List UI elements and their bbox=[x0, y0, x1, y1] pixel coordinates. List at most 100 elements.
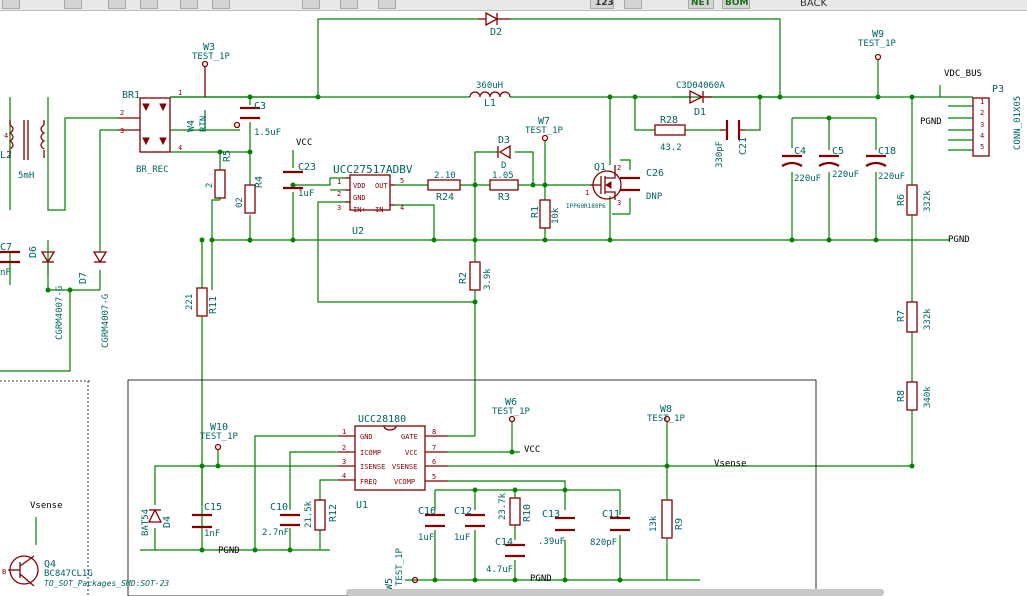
br1-pin1: 1 bbox=[178, 89, 182, 97]
net-pgnd-right: PGND bbox=[948, 235, 970, 245]
l1-symbol bbox=[469, 91, 511, 98]
u2-ref: U2 bbox=[352, 226, 364, 237]
net-vcc-top: VCC bbox=[296, 138, 312, 148]
r9-value: 13k bbox=[649, 515, 659, 532]
br1-value: BR_REC bbox=[136, 165, 169, 175]
component-bodies bbox=[0, 11, 990, 587]
c5-ref: C5 bbox=[832, 146, 844, 157]
r4-ref: R4 bbox=[254, 176, 265, 188]
copy-icon[interactable] bbox=[64, 0, 82, 9]
l1-value: 360uH bbox=[476, 81, 503, 91]
u2-pin2: 2 bbox=[337, 190, 341, 198]
u1-pin2: 2 bbox=[342, 444, 346, 452]
print-icon[interactable] bbox=[180, 0, 198, 9]
back-button[interactable]: BACK bbox=[800, 0, 828, 9]
r7-ref: R7 bbox=[896, 310, 907, 322]
r3-value: 1.05 bbox=[492, 171, 514, 181]
c11-value: 820pF bbox=[590, 538, 617, 548]
r24-ref: R24 bbox=[436, 192, 454, 203]
u1-pin4: 4 bbox=[342, 472, 346, 480]
r28-symbol bbox=[654, 124, 686, 136]
w5-ref: W5 bbox=[384, 578, 395, 590]
br1-ref: BR1 bbox=[122, 90, 140, 101]
horizontal-scrollbar[interactable] bbox=[346, 589, 884, 596]
schematic-canvas: BR1 BR_REC 1 2 3 4 L2 5mH 4 C7 nF D6 CGR… bbox=[0, 11, 1023, 596]
c7-symbol bbox=[0, 250, 20, 264]
bom-icon[interactable]: BOM bbox=[722, 0, 750, 9]
q1-symbol bbox=[590, 165, 622, 200]
u2-value: UCC27517ADBV bbox=[333, 163, 413, 176]
edit-icon[interactable] bbox=[212, 0, 230, 9]
d2-ref: D2 bbox=[490, 27, 502, 38]
undo-icon[interactable] bbox=[302, 0, 320, 9]
r7-value: 332k bbox=[923, 308, 933, 330]
r8-symbol bbox=[906, 381, 918, 411]
net-vcc-u1: VCC bbox=[524, 445, 540, 455]
w6-value: TEST_1P bbox=[492, 407, 531, 417]
u1-pin8: 8 bbox=[432, 428, 436, 436]
r10-symbol bbox=[509, 497, 521, 526]
c18-ref: C18 bbox=[878, 146, 896, 157]
d1-ref: D1 bbox=[694, 107, 706, 118]
u1-ref: U1 bbox=[356, 500, 368, 511]
erc-icon[interactable] bbox=[624, 0, 642, 9]
c4-ref: C4 bbox=[794, 146, 806, 157]
text-labels: BR1 BR_REC 1 2 3 4 L2 5mH 4 C7 nF D6 CGR… bbox=[0, 27, 1023, 590]
u1-icomp: ICOMP bbox=[360, 449, 381, 457]
w5-value: TEST_1P bbox=[395, 547, 405, 586]
zoom-icon[interactable] bbox=[378, 0, 396, 9]
br1-pin4: 4 bbox=[178, 144, 182, 152]
u2-pin4: 4 bbox=[400, 204, 404, 212]
c13-symbol bbox=[555, 516, 575, 532]
c23-ref: C23 bbox=[298, 162, 316, 173]
c15-symbol bbox=[192, 513, 212, 529]
u2-pin3: 3 bbox=[337, 204, 341, 212]
r8-ref: R8 bbox=[896, 390, 907, 402]
br1-pin3: 3 bbox=[120, 127, 124, 135]
page-icon[interactable] bbox=[2, 0, 20, 9]
pencil-icon[interactable] bbox=[108, 0, 126, 9]
u1-vcc: VCC bbox=[405, 449, 418, 457]
l1-ref: L1 bbox=[484, 98, 496, 109]
annotate-icon[interactable]: 123 bbox=[590, 0, 614, 9]
c13-value: .39uF bbox=[538, 537, 565, 547]
d7-value: CGRM4007-G bbox=[101, 294, 111, 348]
r6-ref: R6 bbox=[896, 194, 907, 206]
r10-ref: R10 bbox=[522, 504, 533, 522]
p3-pin4: 4 bbox=[980, 132, 984, 140]
c11-symbol bbox=[610, 516, 630, 532]
d6-symbol bbox=[40, 240, 56, 275]
netlist-icon[interactable]: NET bbox=[688, 0, 714, 9]
redo-icon[interactable] bbox=[340, 0, 358, 9]
d1-symbol bbox=[689, 89, 712, 105]
d6-ref: D6 bbox=[28, 246, 39, 258]
r11-symbol bbox=[196, 287, 208, 317]
c15-ref: C15 bbox=[204, 502, 222, 513]
u1-freq: FREQ bbox=[360, 478, 377, 486]
controller-sheet-box bbox=[127, 379, 817, 596]
c10-ref: C10 bbox=[270, 502, 288, 513]
c12-ref: C12 bbox=[454, 506, 472, 517]
r2-symbol bbox=[469, 261, 481, 291]
toolbar: 123 NET BOM BACK bbox=[0, 0, 1027, 11]
d7-ref: D7 bbox=[78, 272, 89, 284]
u2-gnd: GND bbox=[353, 194, 366, 202]
w8-value: TEST_1P bbox=[647, 414, 686, 424]
d4-value: BAT54 bbox=[141, 509, 151, 536]
w3-value: TEST_1P bbox=[192, 52, 231, 62]
l2-symbol bbox=[8, 120, 46, 160]
p3-pin3: 3 bbox=[980, 121, 984, 129]
tool-icon[interactable] bbox=[140, 0, 158, 9]
u2-pin5: 5 bbox=[400, 177, 404, 185]
net-vdc-bus: VDC_BUS bbox=[944, 69, 982, 79]
w3-ref: W3 bbox=[203, 42, 215, 53]
r6-symbol bbox=[906, 184, 918, 216]
r3-ref: R3 bbox=[498, 192, 510, 203]
c26-value: DNP bbox=[646, 192, 663, 202]
c21-ref: C21 bbox=[738, 137, 749, 155]
d3-value: D bbox=[501, 161, 506, 171]
w10-ref: W10 bbox=[210, 422, 228, 433]
r1-ref: R1 bbox=[530, 206, 541, 218]
w9-value: TEST_1P bbox=[858, 39, 897, 49]
u2-inp: IN+ bbox=[353, 206, 366, 214]
